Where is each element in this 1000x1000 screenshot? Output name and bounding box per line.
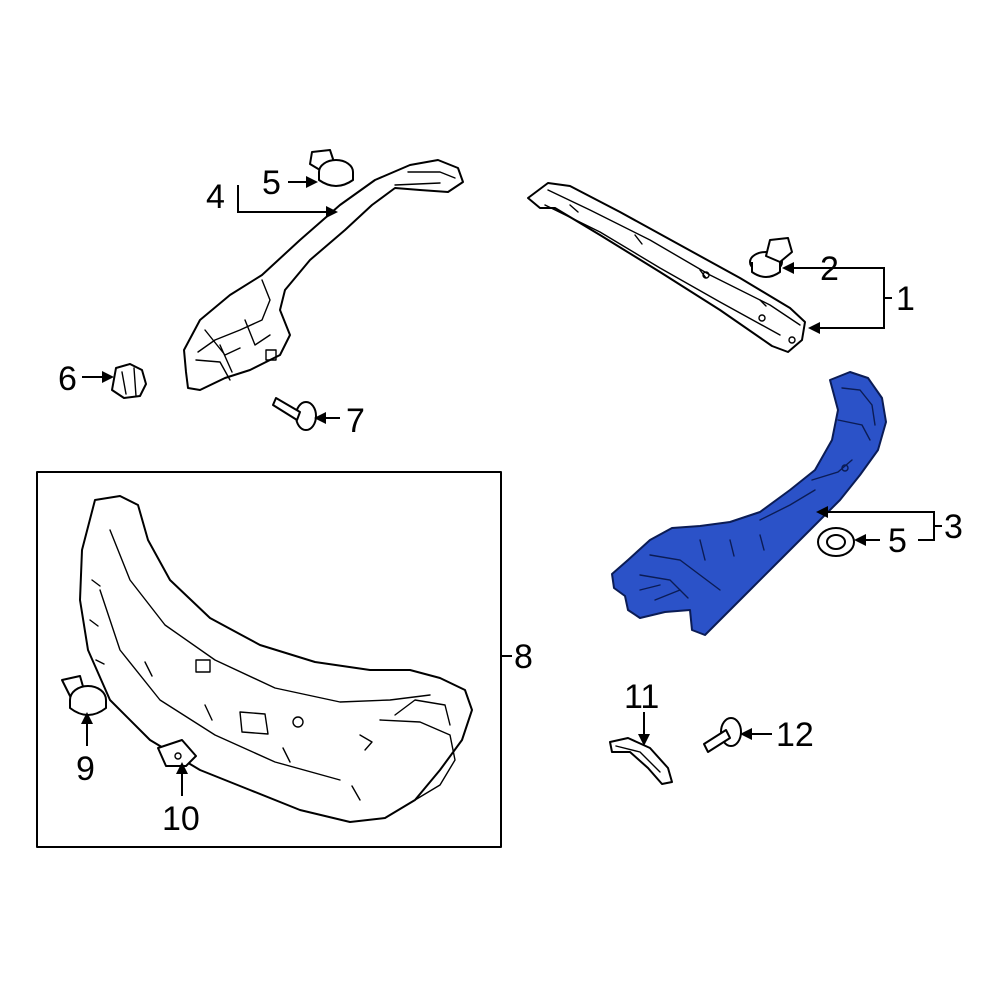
leader-lines [81,176,942,796]
part-6-push-nut[interactable] [111,363,147,399]
part-5-grommet-right[interactable] [817,527,855,557]
part-1-header-trim[interactable] [527,182,806,353]
callout-5-top: 5 [262,164,281,202]
callout-2: 2 [820,250,839,288]
callout-7: 7 [346,402,365,440]
callout-8: 8 [514,638,533,676]
part-5-clip-top[interactable] [309,149,354,187]
callout-10: 10 [162,800,200,838]
part-3-pillar-trim-highlighted[interactable] [611,371,887,636]
callout-5-right: 5 [888,522,907,560]
part-12-screw[interactable] [703,717,742,753]
callout-6: 6 [58,360,77,398]
part-4-pillar-trim[interactable] [183,159,464,391]
callout-labels: 1 2 3 4 5 5 6 7 8 9 10 11 12 [58,164,963,838]
callout-9: 9 [76,750,95,788]
part-10-pad[interactable] [157,739,197,767]
part-7-screw[interactable] [272,397,317,431]
callout-3: 3 [944,508,963,546]
callout-11: 11 [624,678,659,716]
callout-1: 1 [896,280,915,318]
part-11-trim-piece[interactable] [609,737,673,785]
callout-4: 4 [206,178,225,216]
callout-12: 12 [776,716,814,754]
part-2-clip[interactable] [749,237,793,278]
